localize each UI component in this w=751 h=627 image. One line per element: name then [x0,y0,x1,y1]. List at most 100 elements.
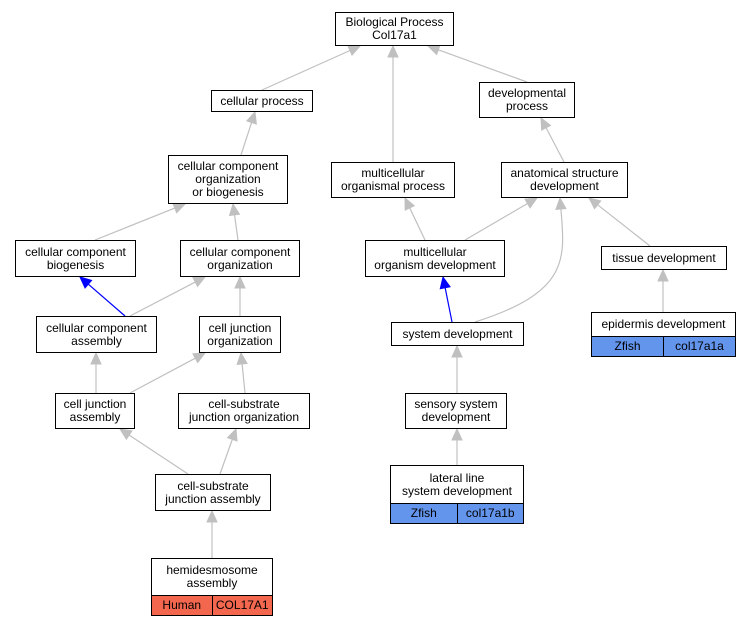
edge-multicellular-process-to-bp-root [387,44,399,162]
term-label-line: junction assembly [165,491,261,506]
arrowhead [347,45,362,56]
edge-cc-assembly-to-cc-organization [129,276,207,317]
go-term-system-dev[interactable]: system development [391,322,524,346]
term-label-line: or biogenesis [192,185,264,199]
term-label: cellular process [212,91,312,111]
arrowhead [657,268,669,282]
term-label-line: junction organization [188,410,300,424]
term-label-line: assembly [71,333,122,348]
edge-anatomical-dev-to-developmental-process [540,116,565,163]
arrowhead [90,351,102,365]
edge-cell-substrate-junction-assembly-to-cell-junction-assembly [118,428,189,475]
edge-cell-junction-assembly-to-cc-assembly [90,351,102,393]
arrowhead [172,202,187,214]
edge-sensory-system-dev-to-system-dev [451,344,463,393]
term-label-line: Col17a1 [372,28,417,42]
term-label-line: process [505,99,549,113]
edge-cell-substrate-junction-assembly-to-cell-substrate-junction-org [219,427,238,475]
term-label-line: organism development [374,257,496,272]
species-tag[interactable]: Human [152,596,212,615]
term-label-line: development [421,410,491,424]
term-label-line: cellular process [220,93,304,108]
gene-tag[interactable]: COL17A1 [211,596,272,615]
species-tag[interactable]: Zfish [391,504,457,523]
arrowhead [192,276,207,288]
gene-tag[interactable]: col17a1b [456,504,523,523]
edge-cc-biogenesis-to-cc-org-biogenesis [94,202,187,241]
arrowhead [451,344,463,358]
arrowhead [79,276,93,289]
edge-hemidesmosome-assembly-to-cell-substrate-junction-assembly [206,509,218,558]
edge-cell-junction-assembly-to-cell-junction-org [129,352,207,394]
gene-tag[interactable]: col17a1a [663,337,735,356]
edge-cell-substrate-junction-org-to-cell-junction-org [236,351,248,394]
arrowhead [118,428,133,441]
arrowhead [451,427,463,441]
term-label-line: cell-substrate [177,478,249,493]
edge-cellular-process-to-bp-root [261,45,362,91]
arrowhead [524,197,539,209]
term-label-line: epidermis development [601,317,726,331]
arrowhead [588,197,602,210]
term-label-line: system development [402,326,513,341]
term-label: system development [392,323,523,345]
term-label-line: hemidesmosome [166,563,258,577]
term-label-line: assembly [69,410,121,424]
term-label-line: system development [401,483,513,498]
arrowhead [236,351,248,366]
edge-cc-organization-to-cc-org-biogenesis [228,202,241,241]
arrowhead [228,202,241,217]
species-tag[interactable]: Zfish [592,337,663,356]
term-label-line: multicellular [403,244,467,259]
go-term-tissue-dev[interactable]: tissue development [601,246,727,270]
arrowhead [387,44,399,58]
term-label-line: organization [207,333,273,348]
term-label-line: assembly [186,576,238,590]
edge-lateral-line-dev-to-sensory-system-dev [451,427,463,465]
arrowhead [439,275,451,290]
edge-multicellular-dev-to-multicellular-process [404,196,426,241]
term-label-line: developmental [487,86,567,100]
arrowhead [206,509,218,523]
edge-multicellular-dev-to-anatomical-dev [464,197,539,241]
edge-cc-assembly-to-cc-biogenesis [79,276,126,317]
term-label-line: multicellular [361,166,425,180]
edge-system-dev-to-multicellular-dev [439,275,453,323]
term-label-line: sensory system [414,397,498,411]
term-label-line: anatomical structure [510,166,619,180]
go-term-cellular-process[interactable]: cellular process [211,90,313,112]
edge-epidermis-dev-to-tissue-dev [657,268,669,312]
